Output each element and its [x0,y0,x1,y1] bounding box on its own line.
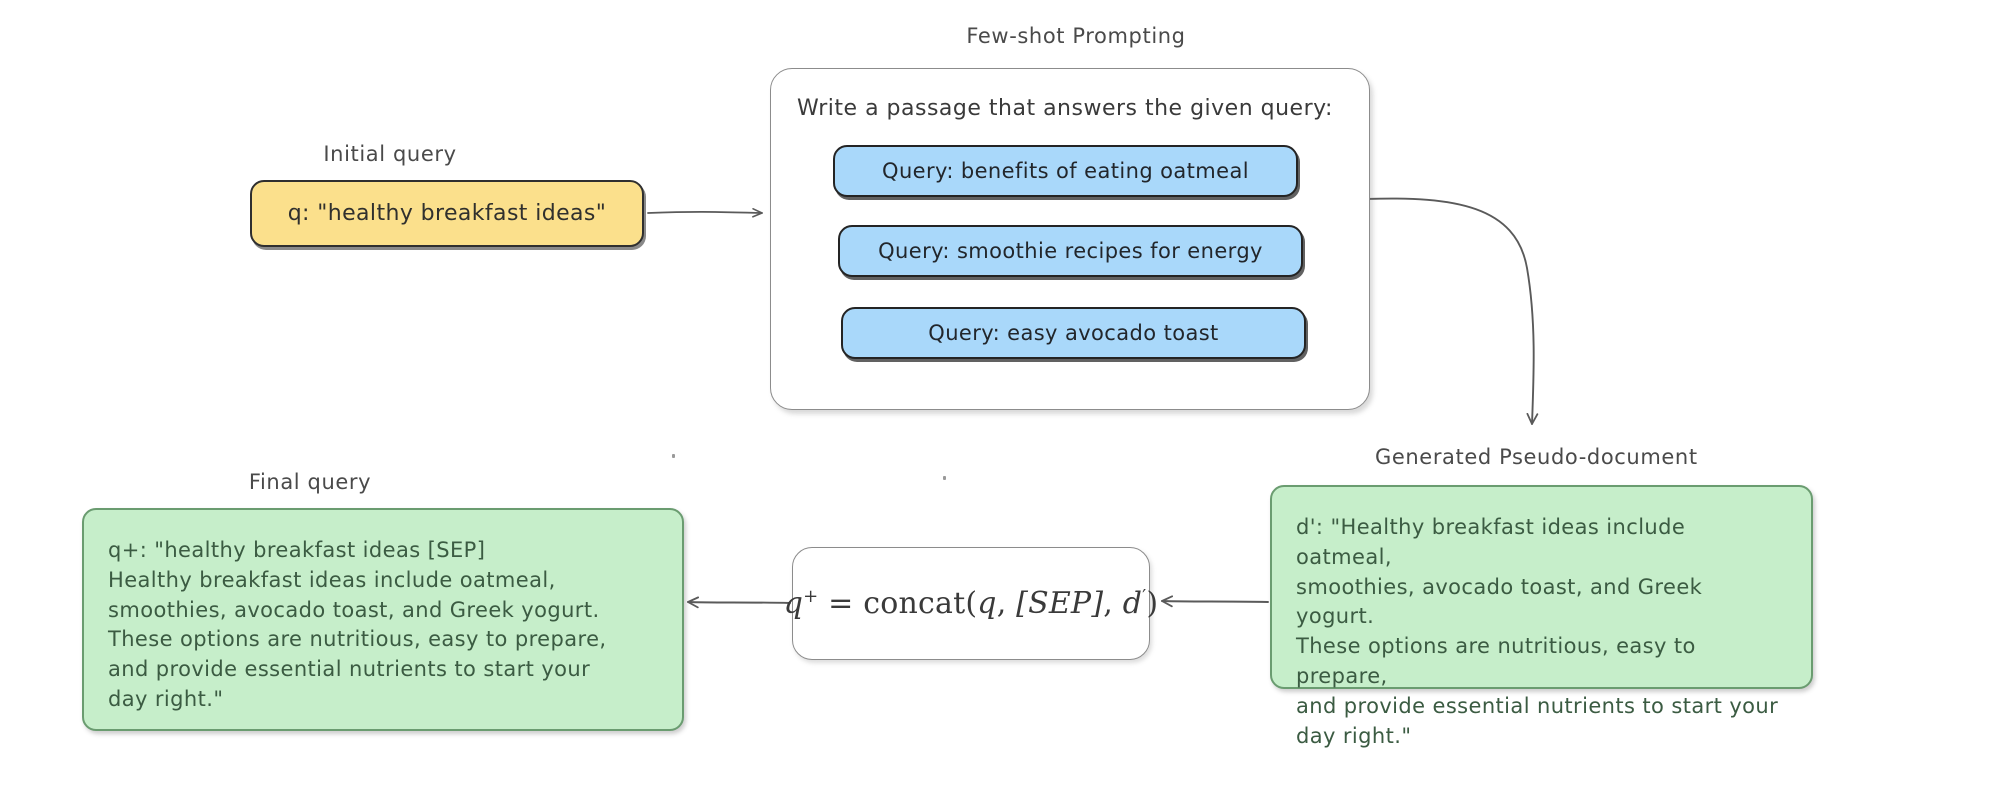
formula-lhs-var: q [783,586,804,621]
formula-open-paren: ( [965,586,978,621]
final-query-text: q+: "healthy breakfast ideas [SEP] Healt… [108,538,607,712]
formula-comma-2: , [1103,586,1123,621]
final-query-label: Final query [248,470,372,494]
fewshot-example-3-text: Query: easy avocado toast [928,321,1219,345]
formula-arg-d-prime: ′ [1142,586,1147,607]
arrow-formula-to-finalquery [687,596,791,609]
formula-function-name: concat [863,586,966,621]
pseudo-document-label: Generated Pseudo-document [1375,445,1698,469]
fewshot-instruction: Write a passage that answers the given q… [797,96,1333,121]
arrow-initial-to-fewshot [647,207,763,218]
fewshot-panel-label: Few-shot Prompting [966,24,1186,48]
formula-arg-d: d [1122,586,1143,621]
arrow-pseudodoc-to-formula [1161,595,1269,608]
final-query-box[interactable]: q+: "healthy breakfast ideas [SEP] Healt… [82,508,684,731]
pseudo-document-text: d': "Healthy breakfast ideas include oat… [1296,515,1779,748]
speck-artifact-left [672,454,675,458]
formula-comma-1: , [996,586,1017,621]
initial-query-text: q: "healthy breakfast ideas" [287,201,607,226]
formula-arg-sep: [SEP] [1016,586,1104,621]
formula-box[interactable]: q+ = concat(q, [SEP], d′) [784,547,1158,660]
initial-query-label: Initial query [323,142,457,166]
concat-formula: q+ = concat(q, [SEP], d′) [784,586,1159,621]
formula-close-paren: ) [1146,586,1159,621]
arrow-fewshot-to-pseudodoc [1365,197,1539,425]
speck-artifact-right [943,476,946,480]
initial-query-box[interactable]: q: "healthy breakfast ideas" [250,180,644,247]
pseudo-document-box[interactable]: d': "Healthy breakfast ideas include oat… [1270,485,1813,748]
formula-arg-q: q [977,586,997,621]
formula-lhs-sup: + [803,586,819,607]
fewshot-example-1-text: Query: benefits of eating oatmeal [882,159,1249,183]
fewshot-example-1[interactable]: Query: benefits of eating oatmeal [833,145,1298,197]
fewshot-example-2-text: Query: smoothie recipes for energy [878,239,1263,263]
formula-equals: = [828,586,854,621]
fewshot-example-2[interactable]: Query: smoothie recipes for energy [838,225,1303,277]
fewshot-example-3[interactable]: Query: easy avocado toast [841,307,1306,359]
